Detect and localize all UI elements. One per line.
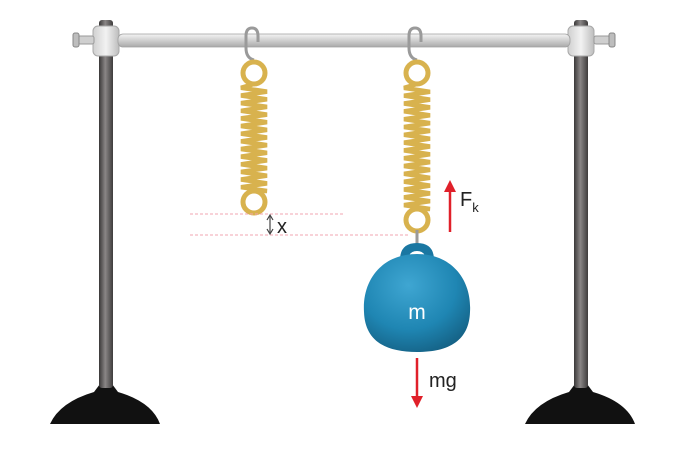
displacement-indicator: x bbox=[190, 213, 410, 238]
weight-force-vector: mg bbox=[411, 358, 457, 408]
loaded-spring bbox=[403, 26, 431, 245]
right-spring-coil bbox=[403, 81, 431, 212]
right-stand bbox=[525, 20, 635, 424]
weight-label: mg bbox=[429, 370, 457, 392]
left-clamp-knob bbox=[72, 32, 80, 48]
left-clamp-screw bbox=[77, 35, 95, 45]
right-clamp-knob bbox=[608, 32, 616, 48]
left-stand bbox=[50, 20, 160, 424]
arrow-down-icon bbox=[266, 228, 274, 236]
right-clamp-screw bbox=[593, 35, 611, 45]
right-hook bbox=[407, 26, 423, 62]
displacement-label: x bbox=[277, 216, 287, 238]
right-spring-bottom-loop bbox=[403, 206, 431, 234]
support-bar bbox=[117, 33, 571, 48]
spring-force-label: Fk bbox=[460, 189, 479, 215]
left-spring-coil bbox=[240, 81, 268, 194]
right-stand-base bbox=[525, 384, 635, 424]
right-spring-top-loop bbox=[403, 59, 431, 87]
arrow-up-icon bbox=[266, 213, 274, 221]
right-stand-cap bbox=[567, 25, 595, 57]
left-stand-base bbox=[50, 384, 160, 424]
mass-weight: m bbox=[363, 243, 471, 352]
left-stand-pole bbox=[99, 20, 113, 388]
left-spring-top-loop bbox=[240, 59, 268, 87]
left-spring-bottom-loop bbox=[240, 188, 268, 216]
left-stand-cap bbox=[92, 25, 120, 57]
spring-force-subscript: k bbox=[472, 200, 479, 215]
arrow-up-icon bbox=[444, 180, 456, 192]
mass-label: m bbox=[408, 301, 426, 324]
unloaded-spring bbox=[240, 26, 268, 216]
right-stand-pole bbox=[574, 20, 588, 388]
arrow-down-icon bbox=[411, 396, 423, 408]
spring-force-vector: Fk bbox=[444, 180, 479, 232]
left-hook bbox=[244, 26, 260, 62]
spring-force-symbol: F bbox=[460, 189, 472, 211]
mass-body bbox=[363, 254, 471, 352]
